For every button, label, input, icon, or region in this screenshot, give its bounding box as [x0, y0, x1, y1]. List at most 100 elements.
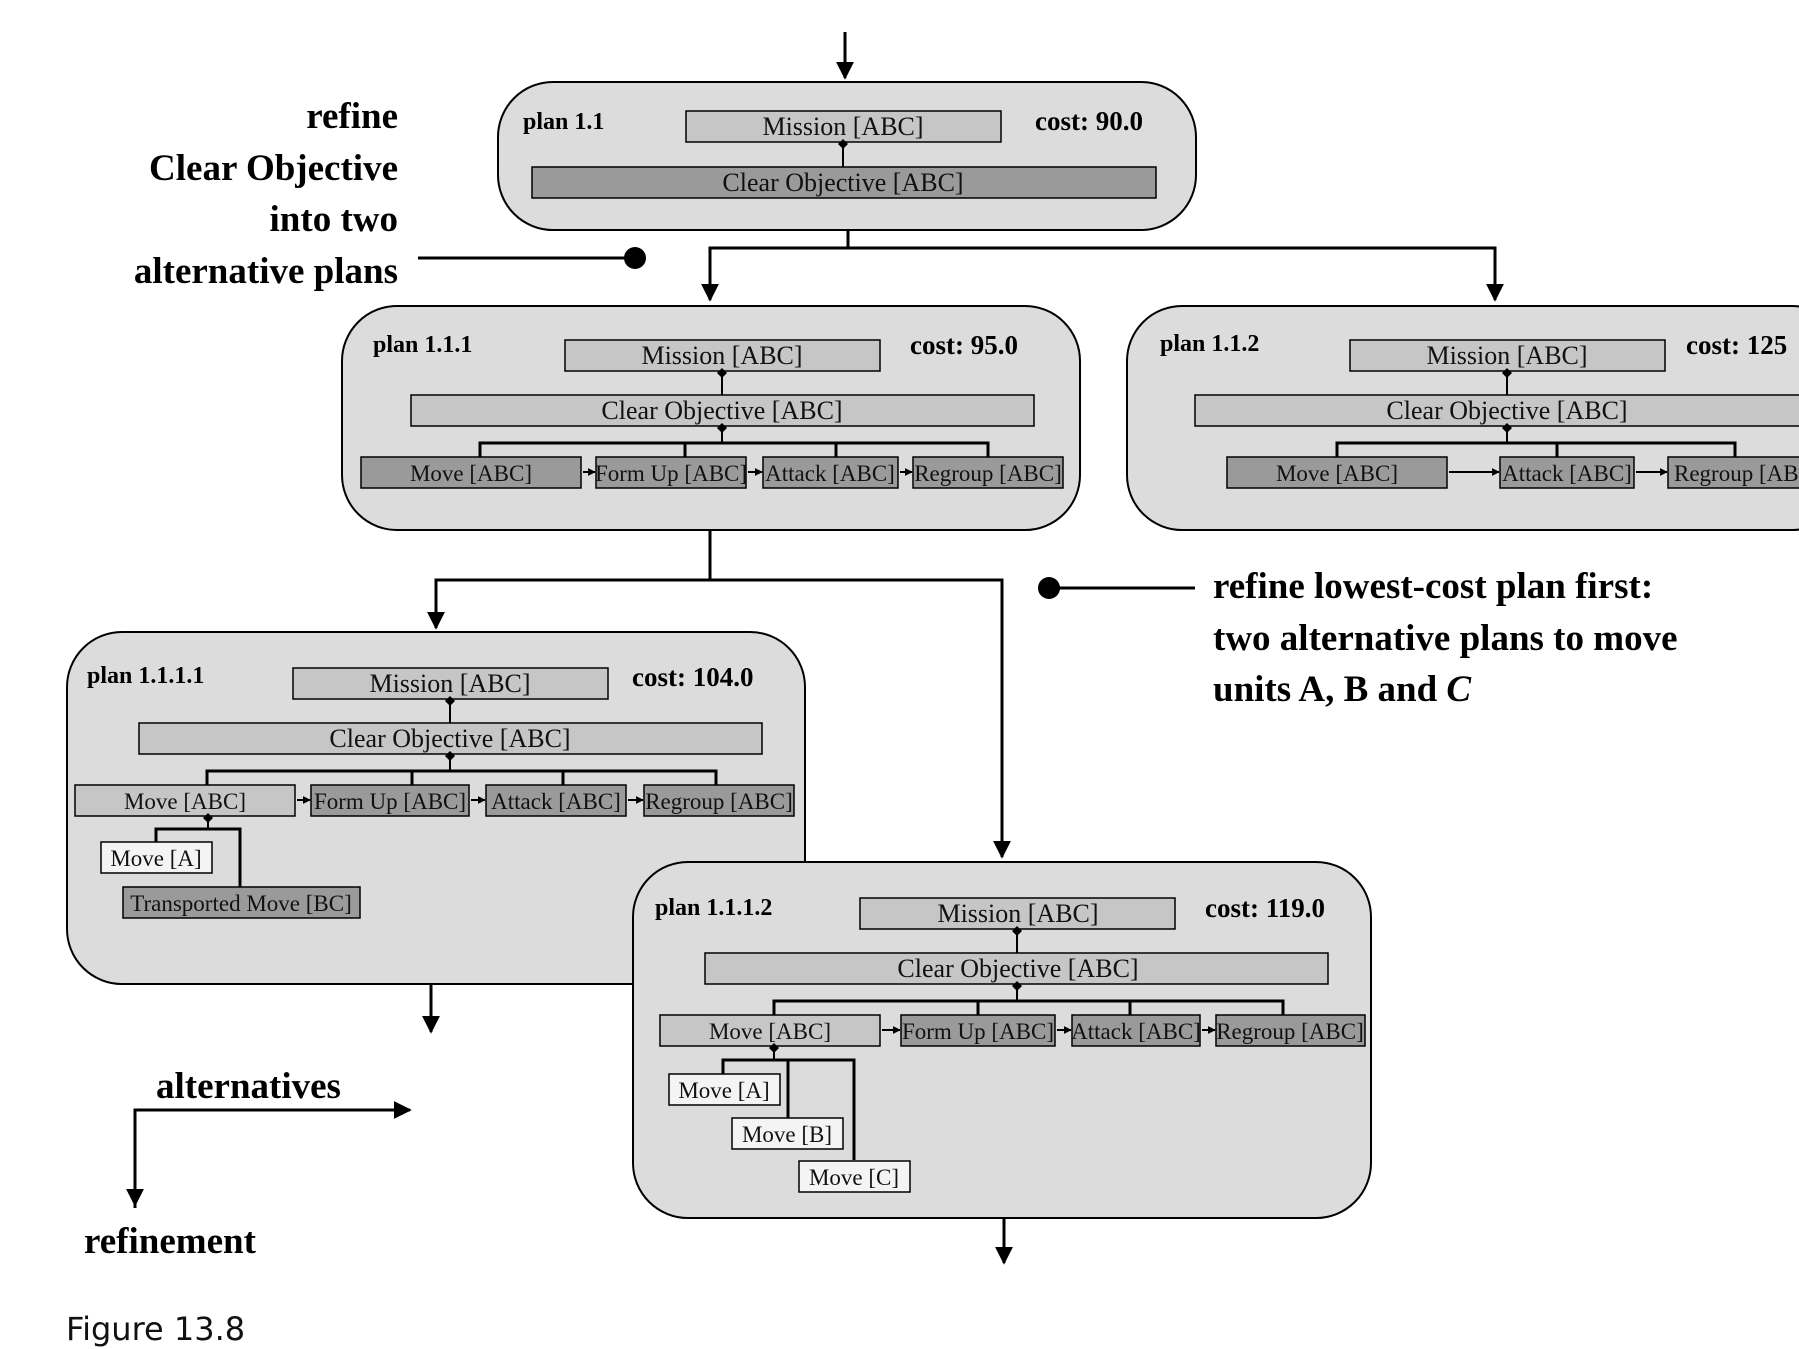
objective-node-label: Clear Objective [ABC]	[1386, 396, 1627, 425]
annotation-line-3-italic: C	[1446, 669, 1472, 710]
step-form-up	[595, 456, 747, 489]
plan-cost: cost: 95.0	[910, 330, 1018, 360]
annotation-line-2: two alternative plans to move	[1213, 618, 1678, 659]
figure-caption: Figure 13.8	[66, 1310, 245, 1348]
mission-node-label: Mission [ABC]	[641, 341, 802, 370]
step-connector	[478, 441, 990, 457]
step-regroup	[912, 456, 1064, 489]
objective-node	[138, 722, 763, 755]
sub-label: Move [C]	[809, 1165, 899, 1190]
plan-cost: cost: 119.0	[1205, 893, 1325, 923]
annotation-line-1: refine	[306, 96, 398, 137]
annotation-dot	[1038, 577, 1060, 599]
step-label: Regroup [ABC	[1674, 461, 1799, 486]
sub-label: Move [A]	[110, 846, 201, 871]
step-regroup	[1215, 1014, 1366, 1047]
step-connector	[205, 769, 718, 785]
legend-alternatives-label: alternatives	[156, 1066, 341, 1107]
step-label: Attack [ABC]	[765, 461, 895, 486]
refine-annotation-left: refine Clear Objective into two alternat…	[134, 96, 646, 292]
mission-node	[859, 897, 1176, 930]
annotation-line-2: Clear Objective	[149, 148, 398, 189]
plan-1-1-2: plan 1.1.2 cost: 125 Mission [ABC] Clear…	[1126, 305, 1799, 531]
legend-refinement-label: refinement	[84, 1221, 257, 1262]
step-label: Move [ABC]	[709, 1019, 831, 1044]
objective-node	[1194, 394, 1799, 427]
step-regroup	[1667, 456, 1799, 489]
step-move	[1226, 456, 1448, 489]
sub-connector	[154, 827, 242, 887]
annotation-line-1: refine lowest-cost plan first:	[1213, 566, 1653, 607]
annotation-dot	[624, 247, 646, 269]
sub-move-c	[798, 1160, 911, 1193]
step-attack	[485, 784, 627, 817]
step-regroup	[643, 784, 795, 817]
step-attack	[1499, 456, 1635, 489]
step-label: Regroup [ABC]	[914, 461, 1062, 486]
plan-cost: cost: 125	[1686, 330, 1787, 360]
step-connector	[772, 999, 1285, 1015]
objective-node	[704, 952, 1329, 985]
refine-annotation-right: refine lowest-cost plan first: two alter…	[1038, 566, 1678, 710]
step-label: Move [ABC]	[124, 789, 246, 814]
sub-label: Move [B]	[742, 1122, 832, 1147]
step-label: Regroup [ABC]	[645, 789, 793, 814]
step-label: Attack [ABC]	[1071, 1019, 1201, 1044]
legend-axes	[133, 1101, 412, 1208]
branch-1-1-1	[427, 530, 712, 630]
plan-label: plan 1.1.1	[373, 332, 472, 358]
step-label: Attack [ABC]	[491, 789, 621, 814]
step-move	[74, 784, 296, 817]
objective-node	[531, 166, 1157, 199]
step-label: Move [ABC]	[1276, 461, 1398, 486]
step-label: Attack [ABC]	[1502, 461, 1632, 486]
plan-cost: cost: 104.0	[632, 662, 753, 692]
plan-1-1-1-1: plan 1.1.1.1 cost: 104.0 Mission [ABC] C…	[66, 631, 806, 985]
step-attack	[762, 456, 899, 489]
plan-label: plan 1.1.1.2	[655, 895, 772, 921]
branch-1-1	[701, 230, 850, 302]
mission-node-label: Mission [ABC]	[762, 112, 923, 141]
mission-node-label: Mission [ABC]	[369, 669, 530, 698]
step-form-up	[900, 1014, 1056, 1047]
sub-label: Transported Move [BC]	[130, 891, 351, 916]
step-label: Form Up [ABC]	[902, 1019, 1054, 1044]
objective-node-label: Clear Objective [ABC]	[601, 396, 842, 425]
plan-1-1-1: plan 1.1.1 cost: 95.0 Mission [ABC] Clea…	[341, 305, 1081, 531]
legend: alternatives refinement	[84, 1066, 412, 1262]
step-attack	[1071, 1014, 1201, 1047]
plan-label: plan 1.1.1.1	[87, 663, 204, 689]
plan-label: plan 1.1.2	[1160, 331, 1259, 357]
mission-node	[1349, 339, 1666, 372]
annotation-line-3: units A, B and C	[1213, 669, 1472, 710]
annotation-line-3: into two	[270, 199, 398, 240]
sub-transported-move	[122, 886, 361, 919]
sub-move-a	[100, 841, 213, 874]
step-label: Regroup [ABC]	[1216, 1019, 1364, 1044]
plan-1-1: plan 1.1 cost: 90.0 Mission [ABC] Clear …	[497, 81, 1197, 231]
step-label: Move [ABC]	[410, 461, 532, 486]
mission-node	[564, 339, 881, 372]
sub-move-b	[731, 1117, 844, 1150]
step-connector	[1335, 441, 1737, 457]
step-label: Form Up [ABC]	[314, 789, 466, 814]
plan-1-1-panel	[497, 81, 1197, 231]
objective-node-label: Clear Objective [ABC]	[329, 724, 570, 753]
objective-node-label: Clear Objective [ABC]	[897, 954, 1138, 983]
step-form-up	[310, 784, 470, 817]
step-label: Form Up [ABC]	[595, 461, 747, 486]
mission-node-label: Mission [ABC]	[1426, 341, 1587, 370]
sub-label: Move [A]	[678, 1078, 769, 1103]
branch-1-1-1-alt	[710, 578, 1011, 859]
branch-1-1-alt	[848, 246, 1504, 302]
annotation-line-4: alternative plans	[134, 251, 398, 292]
annotation-line-3-text: units A, B and	[1213, 669, 1446, 710]
objective-node-label: Clear Objective [ABC]	[722, 168, 963, 197]
plan-1-1-1-2: plan 1.1.1.2 cost: 119.0 Mission [ABC] C…	[632, 861, 1372, 1219]
plan-label: plan 1.1	[523, 109, 604, 135]
step-move	[360, 456, 582, 489]
sub-move-a	[668, 1073, 781, 1106]
plan-cost: cost: 90.0	[1035, 106, 1143, 136]
mission-node-label: Mission [ABC]	[937, 899, 1098, 928]
